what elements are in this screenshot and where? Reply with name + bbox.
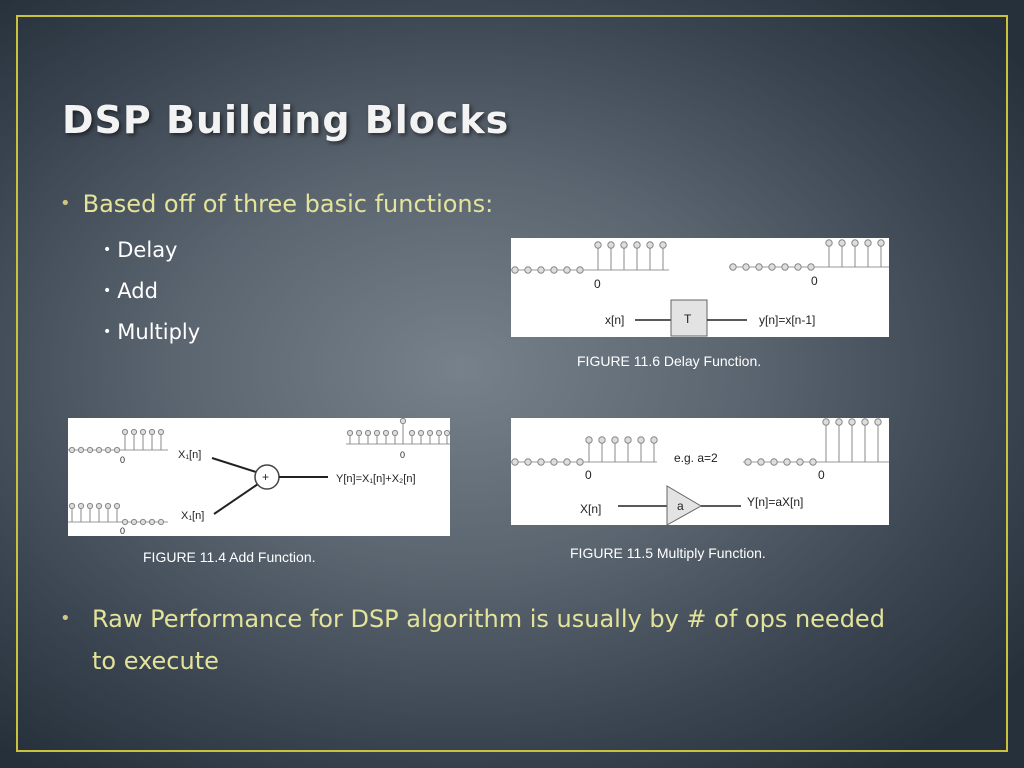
bullet-raw-performance: • Raw Performance for DSP algorithm is us… <box>60 598 920 675</box>
delay-right-stems <box>729 239 885 271</box>
multiply-right-stems <box>744 418 882 466</box>
add-zero-top-left: 0 <box>120 455 125 465</box>
add-caption: FIGURE 11.4 Add Function. <box>143 549 316 565</box>
add-top-left-stems <box>68 428 165 454</box>
multiply-caption: FIGURE 11.5 Multiply Function. <box>570 545 766 561</box>
add-output-label: Y[n]=X₁[n]+X₂[n] <box>336 473 416 485</box>
delay-zero-right: 0 <box>811 274 818 288</box>
multiply-function-figure: 0 e.g. a=2 0 X[n] a Y[n]=aX[n] <box>511 418 889 525</box>
multiply-zero-left: 0 <box>585 468 592 482</box>
add-zero-bottom-left: 0 <box>120 526 125 536</box>
add-function-figure: 0 0 X₁[n] X₁[n] + Y[n]=X₁[n]+X₂[n] <box>68 418 450 536</box>
multiply-left-stems <box>511 436 658 466</box>
delay-function-figure: 0 0 x[n] T y[n]=x[n-1] <box>511 238 889 337</box>
delay-input-label: x[n] <box>605 313 624 327</box>
sub-bullet-add: •Add <box>103 279 158 303</box>
sub-bullet-delay: •Delay <box>103 238 178 262</box>
sub-bullet-multiply: •Multiply <box>103 320 201 344</box>
multiply-input-label: X[n] <box>580 502 601 516</box>
bullet-basic-functions: • Based off of three basic functions: <box>60 190 493 218</box>
bullet-text: Raw Performance for DSP algorithm is usu… <box>92 605 885 675</box>
bullet-marker: • <box>60 608 71 629</box>
add-right-stems <box>346 418 450 444</box>
delay-left-stems <box>511 241 667 274</box>
multiply-output-label: Y[n]=aX[n] <box>747 495 803 509</box>
delay-zero-left: 0 <box>594 277 601 291</box>
add-zero-right: 0 <box>400 450 405 460</box>
delay-caption: FIGURE 11.6 Delay Function. <box>577 353 762 369</box>
multiply-block-label: a <box>677 499 684 513</box>
add-op-label: + <box>262 470 269 484</box>
add-bottom-left-stems <box>68 502 165 526</box>
delay-block-label: T <box>684 312 692 326</box>
delay-output-label: y[n]=x[n-1] <box>759 313 815 327</box>
add-x1-bottom-label: X₁[n] <box>181 510 204 522</box>
bullet-marker: • <box>60 193 71 214</box>
multiply-zero-right: 0 <box>818 468 825 482</box>
add-x1-top-label: X₁[n] <box>178 449 201 461</box>
bullet-text: Based off of three basic functions: <box>82 190 494 218</box>
multiply-example-label: e.g. a=2 <box>674 451 718 465</box>
slide-border <box>16 15 1008 752</box>
slide-title: DSP Building Blocks <box>62 98 510 142</box>
